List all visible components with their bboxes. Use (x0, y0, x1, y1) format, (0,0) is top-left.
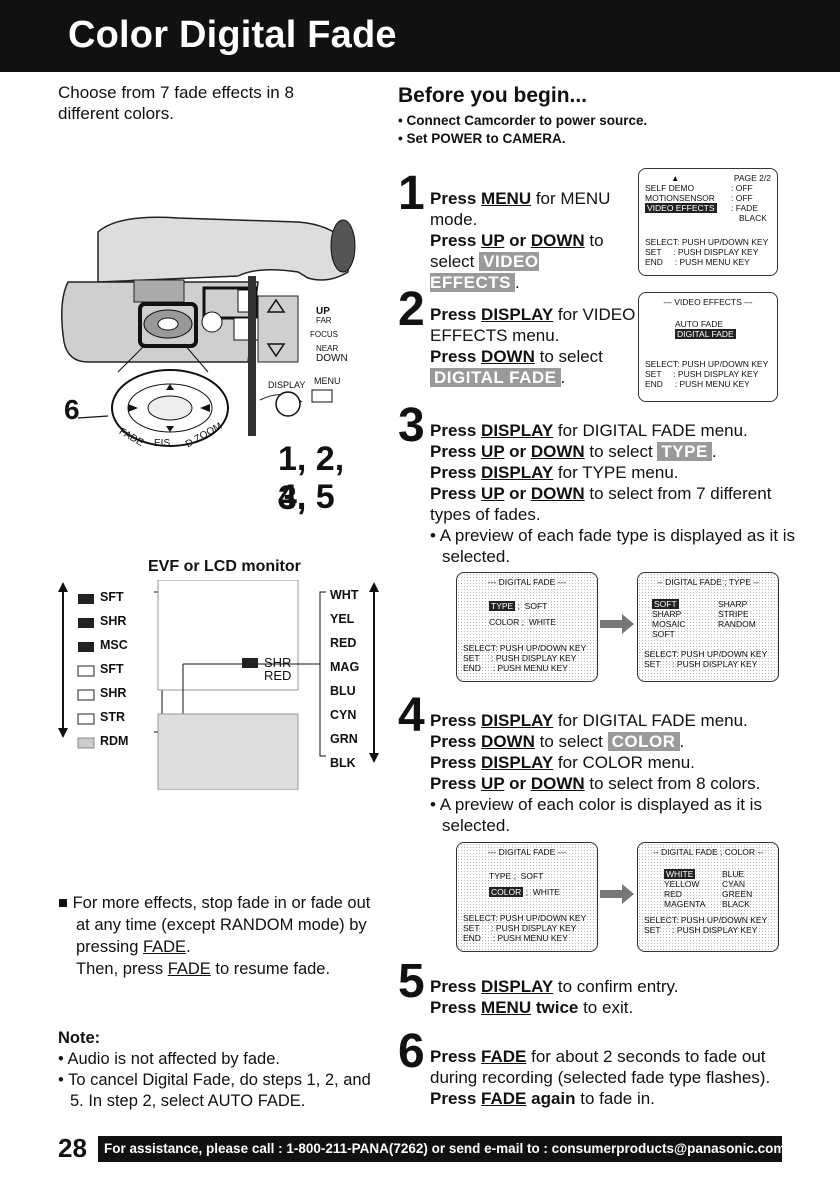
arrow-right-icon (600, 614, 634, 634)
osd-type-list: -- DIGITAL FADE ; TYPE -- SOFT SHARP MOS… (637, 572, 779, 682)
osd-video-effects: --- VIDEO EFFECTS --- AUTO FADE DIGITAL … (638, 292, 778, 402)
intro-text: Choose from 7 fade effects in 8 differen… (58, 83, 294, 123)
step-text: Press MENU for MENU mode. Press UP or DO… (430, 189, 611, 292)
prereq-item: Connect Camcorder to power source. (398, 112, 647, 130)
step-text: Press FADE for about 2 seconds to fade o… (430, 1047, 771, 1108)
page-number: 28 (58, 1133, 87, 1163)
osd-digital-fade-color: --- DIGITAL FADE --- TYPE ; SOFT COLOR ;… (456, 842, 598, 952)
step-number: 2 (398, 283, 425, 336)
arrow-right-icon (600, 884, 634, 904)
header-bar: Color Digital Fade (0, 0, 840, 72)
step-number: 3 (398, 399, 425, 452)
osd-color-list: -- DIGITAL FADE ; COLOR -- WHITE YELLOW … (637, 842, 779, 952)
camcorder-illustration: UP FAR FOCUS NEAR DOWN DISPLAY MENU FADE… (58, 212, 380, 522)
evf-diagram: SFT SHR MSC SFT SHR STR RDM WHT YEL RED … (58, 580, 388, 790)
page-title: Color Digital Fade (68, 14, 397, 56)
prereq-item: Set POWER to CAMERA. (398, 130, 647, 148)
step-text: Press DISPLAY to confirm entry. Press ME… (430, 977, 679, 1017)
evf-title: EVF or LCD monitor (148, 558, 301, 575)
footer-bar: For assistance, please call : 1-800-211-… (98, 1136, 785, 1162)
step-text: Press DISPLAY for DIGITAL FADE menu. Pre… (430, 421, 796, 566)
prereq-list: Connect Camcorder to power source. Set P… (398, 112, 647, 148)
effects-note: ■ For more effects, stop fade in or fade… (58, 894, 371, 978)
step-number: 1 (398, 167, 425, 220)
step-number: 6 (398, 1025, 425, 1078)
note-section: Note: • Audio is not affected by fade. •… (58, 1029, 371, 1110)
step-number: 5 (398, 955, 425, 1008)
camcorder-icon (61, 216, 356, 447)
evf-frame-icon (58, 580, 379, 790)
step-text: Press DISPLAY for DIGITAL FADE menu. Pre… (430, 711, 762, 835)
step-text: Press DISPLAY for VIDEO EFFECTS menu. Pr… (430, 305, 636, 387)
osd-menu-page2: ▲PAGE 2/2 SELF DEMO: OFF MOTIONSENSOR: O… (638, 168, 778, 276)
step-number: 4 (398, 689, 425, 742)
before-title: Before you begin... (398, 84, 588, 107)
osd-digital-fade-type: --- DIGITAL FADE --- TYPE ; SOFT COLOR ;… (456, 572, 598, 682)
